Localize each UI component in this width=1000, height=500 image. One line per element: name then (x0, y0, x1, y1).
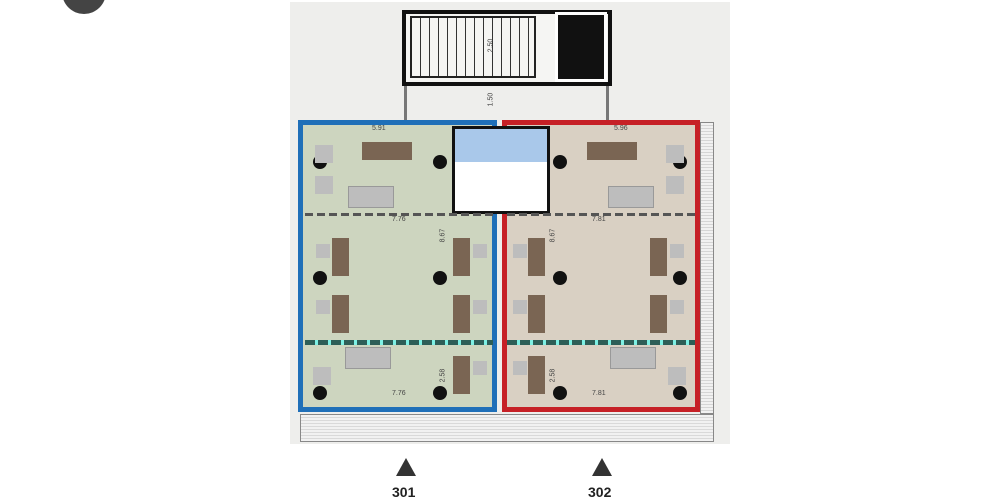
dim-corridor-depth: 1.50 (487, 92, 495, 107)
sofa (345, 347, 391, 369)
terrace-right (700, 122, 714, 414)
glass-partition-301 (305, 340, 493, 345)
office-chair (513, 361, 527, 375)
dim-stair-depth: 2.50 (487, 38, 495, 53)
terrace-bottom (300, 414, 714, 442)
column (673, 271, 687, 285)
column (433, 271, 447, 285)
elevator-shaft (555, 12, 607, 82)
dim-301-mid: 7.76 (392, 216, 406, 223)
office-chair (670, 244, 684, 258)
corridor-wall-right (606, 86, 609, 124)
desk (453, 238, 470, 276)
desk (332, 295, 349, 333)
office-chair (513, 244, 527, 258)
reception-desk (587, 142, 637, 160)
reception-desk (362, 142, 412, 160)
office-chair (316, 300, 330, 314)
armchair (666, 145, 684, 163)
desk (332, 238, 349, 276)
desk (453, 295, 470, 333)
sofa (608, 186, 654, 208)
desk (650, 295, 667, 333)
dim-301-top: 5.91 (372, 125, 386, 132)
office-chair (473, 244, 487, 258)
desk (528, 295, 545, 333)
step-badge (62, 0, 106, 14)
partition-line-302 (507, 213, 695, 216)
dim-301-height: 8.67 (439, 228, 447, 243)
office-chair (473, 300, 487, 314)
column (553, 386, 567, 400)
restroom-tiles (455, 129, 547, 162)
unit-301-label[interactable]: 301 (392, 484, 416, 500)
dim-302-bottom-depth: 2.58 (549, 368, 557, 383)
office-chair (316, 244, 330, 258)
office-chair (670, 300, 684, 314)
dim-301-bottom-depth: 2.58 (439, 368, 447, 383)
desk (528, 238, 545, 276)
office-chair (513, 300, 527, 314)
armchair (666, 176, 684, 194)
glass-partition-302 (507, 340, 695, 345)
column (553, 155, 567, 169)
armchair (313, 367, 331, 385)
column (313, 386, 327, 400)
column (553, 271, 567, 285)
unit-302-marker-icon[interactable] (592, 458, 612, 476)
column (313, 271, 327, 285)
armchair (315, 176, 333, 194)
desk (650, 238, 667, 276)
desk (453, 356, 470, 394)
unit-301-marker-icon[interactable] (396, 458, 416, 476)
sofa (348, 186, 394, 208)
staircase (410, 16, 536, 78)
dim-301-bottom: 7.76 (392, 390, 406, 397)
column (433, 155, 447, 169)
corridor-wall-left (404, 86, 407, 124)
column (433, 386, 447, 400)
dim-302-bottom: 7.81 (592, 390, 606, 397)
office-chair (473, 361, 487, 375)
dim-302-mid: 7.81 (592, 216, 606, 223)
dim-302-top: 5.96 (614, 125, 628, 132)
unit-302-label[interactable]: 302 (588, 484, 612, 500)
sofa (610, 347, 656, 369)
armchair (315, 145, 333, 163)
column (673, 386, 687, 400)
dim-302-height: 8.67 (549, 228, 557, 243)
partition-line-301 (305, 213, 493, 216)
armchair (668, 367, 686, 385)
desk (528, 356, 545, 394)
